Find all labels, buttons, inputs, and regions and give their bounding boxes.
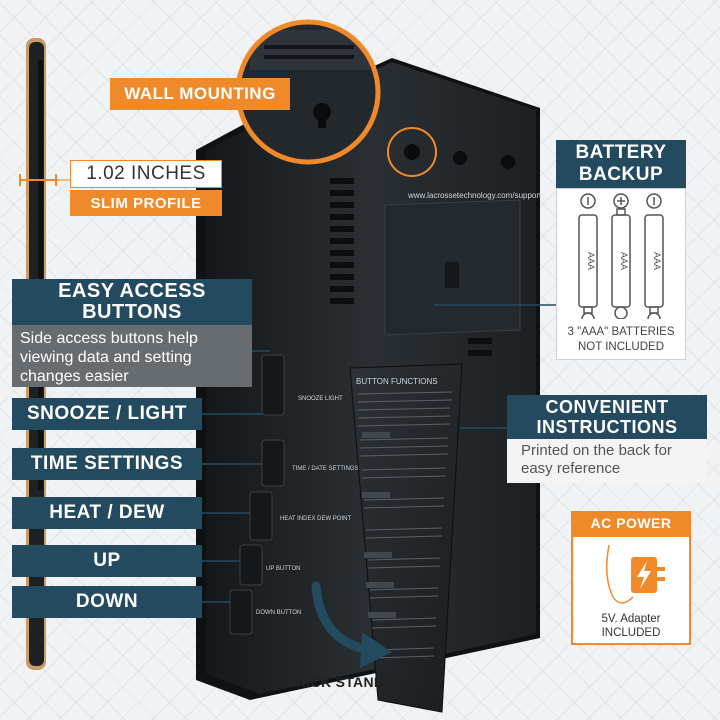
instructions-title: CONVENIENT INSTRUCTIONS bbox=[507, 395, 707, 439]
kick-stand: BUTTON FUNCTIONS bbox=[349, 363, 463, 713]
ac-power-title: AC POWER bbox=[571, 511, 691, 535]
easy-access-line2: BUTTONS bbox=[82, 301, 182, 323]
battery-panel: AAA AAA AAA bbox=[556, 188, 686, 360]
website-text: www.lacrossetechnology.com/support bbox=[407, 191, 542, 200]
kickstand-arrowhead bbox=[360, 632, 392, 668]
easy-access-line1: EASY ACCESS bbox=[58, 280, 206, 302]
up-caption: UP BUTTON bbox=[266, 566, 300, 572]
down-caption: DOWN BUTTON bbox=[256, 610, 301, 616]
battery-note-line2: NOT INCLUDED bbox=[577, 341, 665, 353]
easy-access-title: EASY ACCESS BUTTONS bbox=[12, 279, 252, 325]
inches-label: 1.02 INCHES bbox=[70, 160, 222, 188]
snooze-caption: SNOOZE LIGHT bbox=[298, 396, 343, 402]
kick-stand-label: KICK STAND bbox=[296, 674, 385, 690]
ac-power-note: 5V. Adapter INCLUDED bbox=[571, 612, 691, 640]
instructions-line1: CONVENIENT bbox=[545, 397, 669, 417]
battery-note-line1: 3 "AAA" BATTERIES bbox=[567, 326, 675, 338]
battery-cell-1-text: AAA bbox=[586, 252, 596, 270]
heat-caption: HEAT INDEX DEW POINT bbox=[280, 516, 351, 522]
battery-cell-3-text: AAA bbox=[652, 252, 662, 270]
zoom-circle-icon bbox=[235, 19, 381, 165]
button-functions-text: BUTTON FUNCTIONS bbox=[356, 377, 438, 386]
ac-note-line2: INCLUDED bbox=[601, 627, 661, 639]
battery-backup-title: BATTERY BACKUP bbox=[556, 140, 686, 188]
battery-line2: BACKUP bbox=[578, 164, 664, 185]
slim-profile-label: SLIM PROFILE bbox=[70, 190, 222, 216]
ac-power-panel bbox=[571, 535, 691, 645]
time-caption: TIME / DATE SETTINGS bbox=[292, 466, 359, 472]
battery-note: 3 "AAA" BATTERIES NOT INCLUDED bbox=[556, 325, 686, 355]
down-label: DOWN bbox=[12, 586, 202, 618]
instructions-description: Printed on the back for easy reference bbox=[507, 439, 707, 483]
snooze-light-label: SNOOZE / LIGHT bbox=[12, 398, 202, 430]
instructions-line2: INSTRUCTIONS bbox=[536, 417, 678, 437]
heat-dew-label: HEAT / DEW bbox=[12, 497, 202, 529]
plug-icon bbox=[606, 544, 665, 604]
up-label: UP bbox=[12, 545, 202, 577]
kickstand-arrow-icon bbox=[311, 581, 373, 655]
wall-mounting-label: WALL MOUNTING bbox=[110, 78, 290, 110]
time-settings-label: TIME SETTINGS bbox=[12, 448, 202, 480]
battery-icon: AAA AAA AAA bbox=[578, 193, 664, 326]
easy-access-description: Side access buttons help viewing data an… bbox=[12, 325, 252, 387]
ac-note-line1: 5V. Adapter bbox=[601, 613, 661, 625]
battery-line1: BATTERY bbox=[575, 142, 667, 163]
battery-cell-2-text: AAA bbox=[619, 252, 629, 270]
